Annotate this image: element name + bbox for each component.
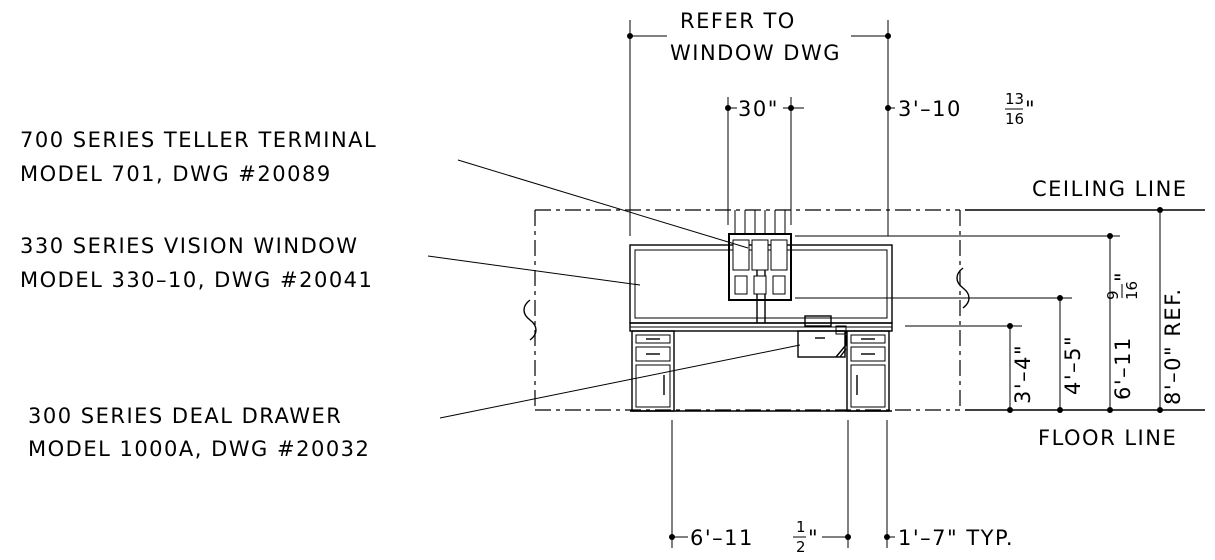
terminal-width-dimension (725, 97, 804, 225)
pedestal-width-label: 1'–7" TYP. (898, 526, 1014, 550)
station-width-denominator: 2 (796, 538, 806, 556)
deal-drawer-leader (439, 344, 801, 419)
refer-label-line2: WINDOW DWG (670, 41, 841, 65)
height-dimension-lines (795, 207, 1163, 413)
window-height-label: 6'–11 (1111, 336, 1135, 400)
counter-height-label: 4'–5" (1061, 335, 1085, 395)
counter-top (629, 322, 893, 332)
station-width-label: 6'–11 (690, 526, 754, 550)
level-lines (965, 209, 1205, 411)
teller-terminal (728, 210, 792, 301)
teller-terminal-callout-line1: 700 SERIES TELLER TERMINAL (20, 128, 377, 152)
window-height-unit: " (1111, 271, 1135, 282)
floor-line-label: FLOOR LINE (1038, 426, 1177, 450)
return-width-numerator: 13 (1005, 90, 1024, 108)
deal-drawer-callout-line2: MODEL 1000A, DWG #20032 (28, 437, 370, 461)
teller-terminal-leader (457, 159, 749, 249)
overall-height-label: 8'–0" REF. (1161, 287, 1185, 405)
deal-drawer (797, 315, 847, 358)
deal-height-label: 3'–4" (1011, 344, 1035, 404)
deal-drawer-callout-line1: 300 SERIES DEAL DRAWER (28, 404, 342, 428)
left-pedestal (631, 330, 675, 412)
return-width-denominator: 16 (1005, 110, 1024, 128)
right-pedestal (846, 330, 890, 412)
teller-terminal-callout-line2: MODEL 701, DWG #20089 (20, 162, 332, 186)
ceiling-line-label: CEILING LINE (1032, 177, 1188, 201)
station-width-unit: " (808, 526, 819, 550)
vision-window-callout-line1: 330 SERIES VISION WINDOW (20, 234, 359, 258)
window-height-denominator: 16 (1123, 281, 1141, 300)
vision-window-leader (427, 255, 641, 286)
window-height-numerator: 9 (1104, 290, 1122, 300)
return-width-label: 3'–10 (898, 97, 962, 121)
station-width-numerator: 1 (796, 518, 806, 536)
return-width-dimension (885, 97, 895, 236)
vision-window-callout-line2: MODEL 330–10, DWG #20041 (20, 268, 373, 292)
bottom-dimension-lines (669, 420, 895, 548)
refer-label-line1: REFER TO (680, 9, 796, 33)
terminal-width-label: 30" (738, 97, 779, 121)
return-width-unit: " (1025, 97, 1036, 121)
